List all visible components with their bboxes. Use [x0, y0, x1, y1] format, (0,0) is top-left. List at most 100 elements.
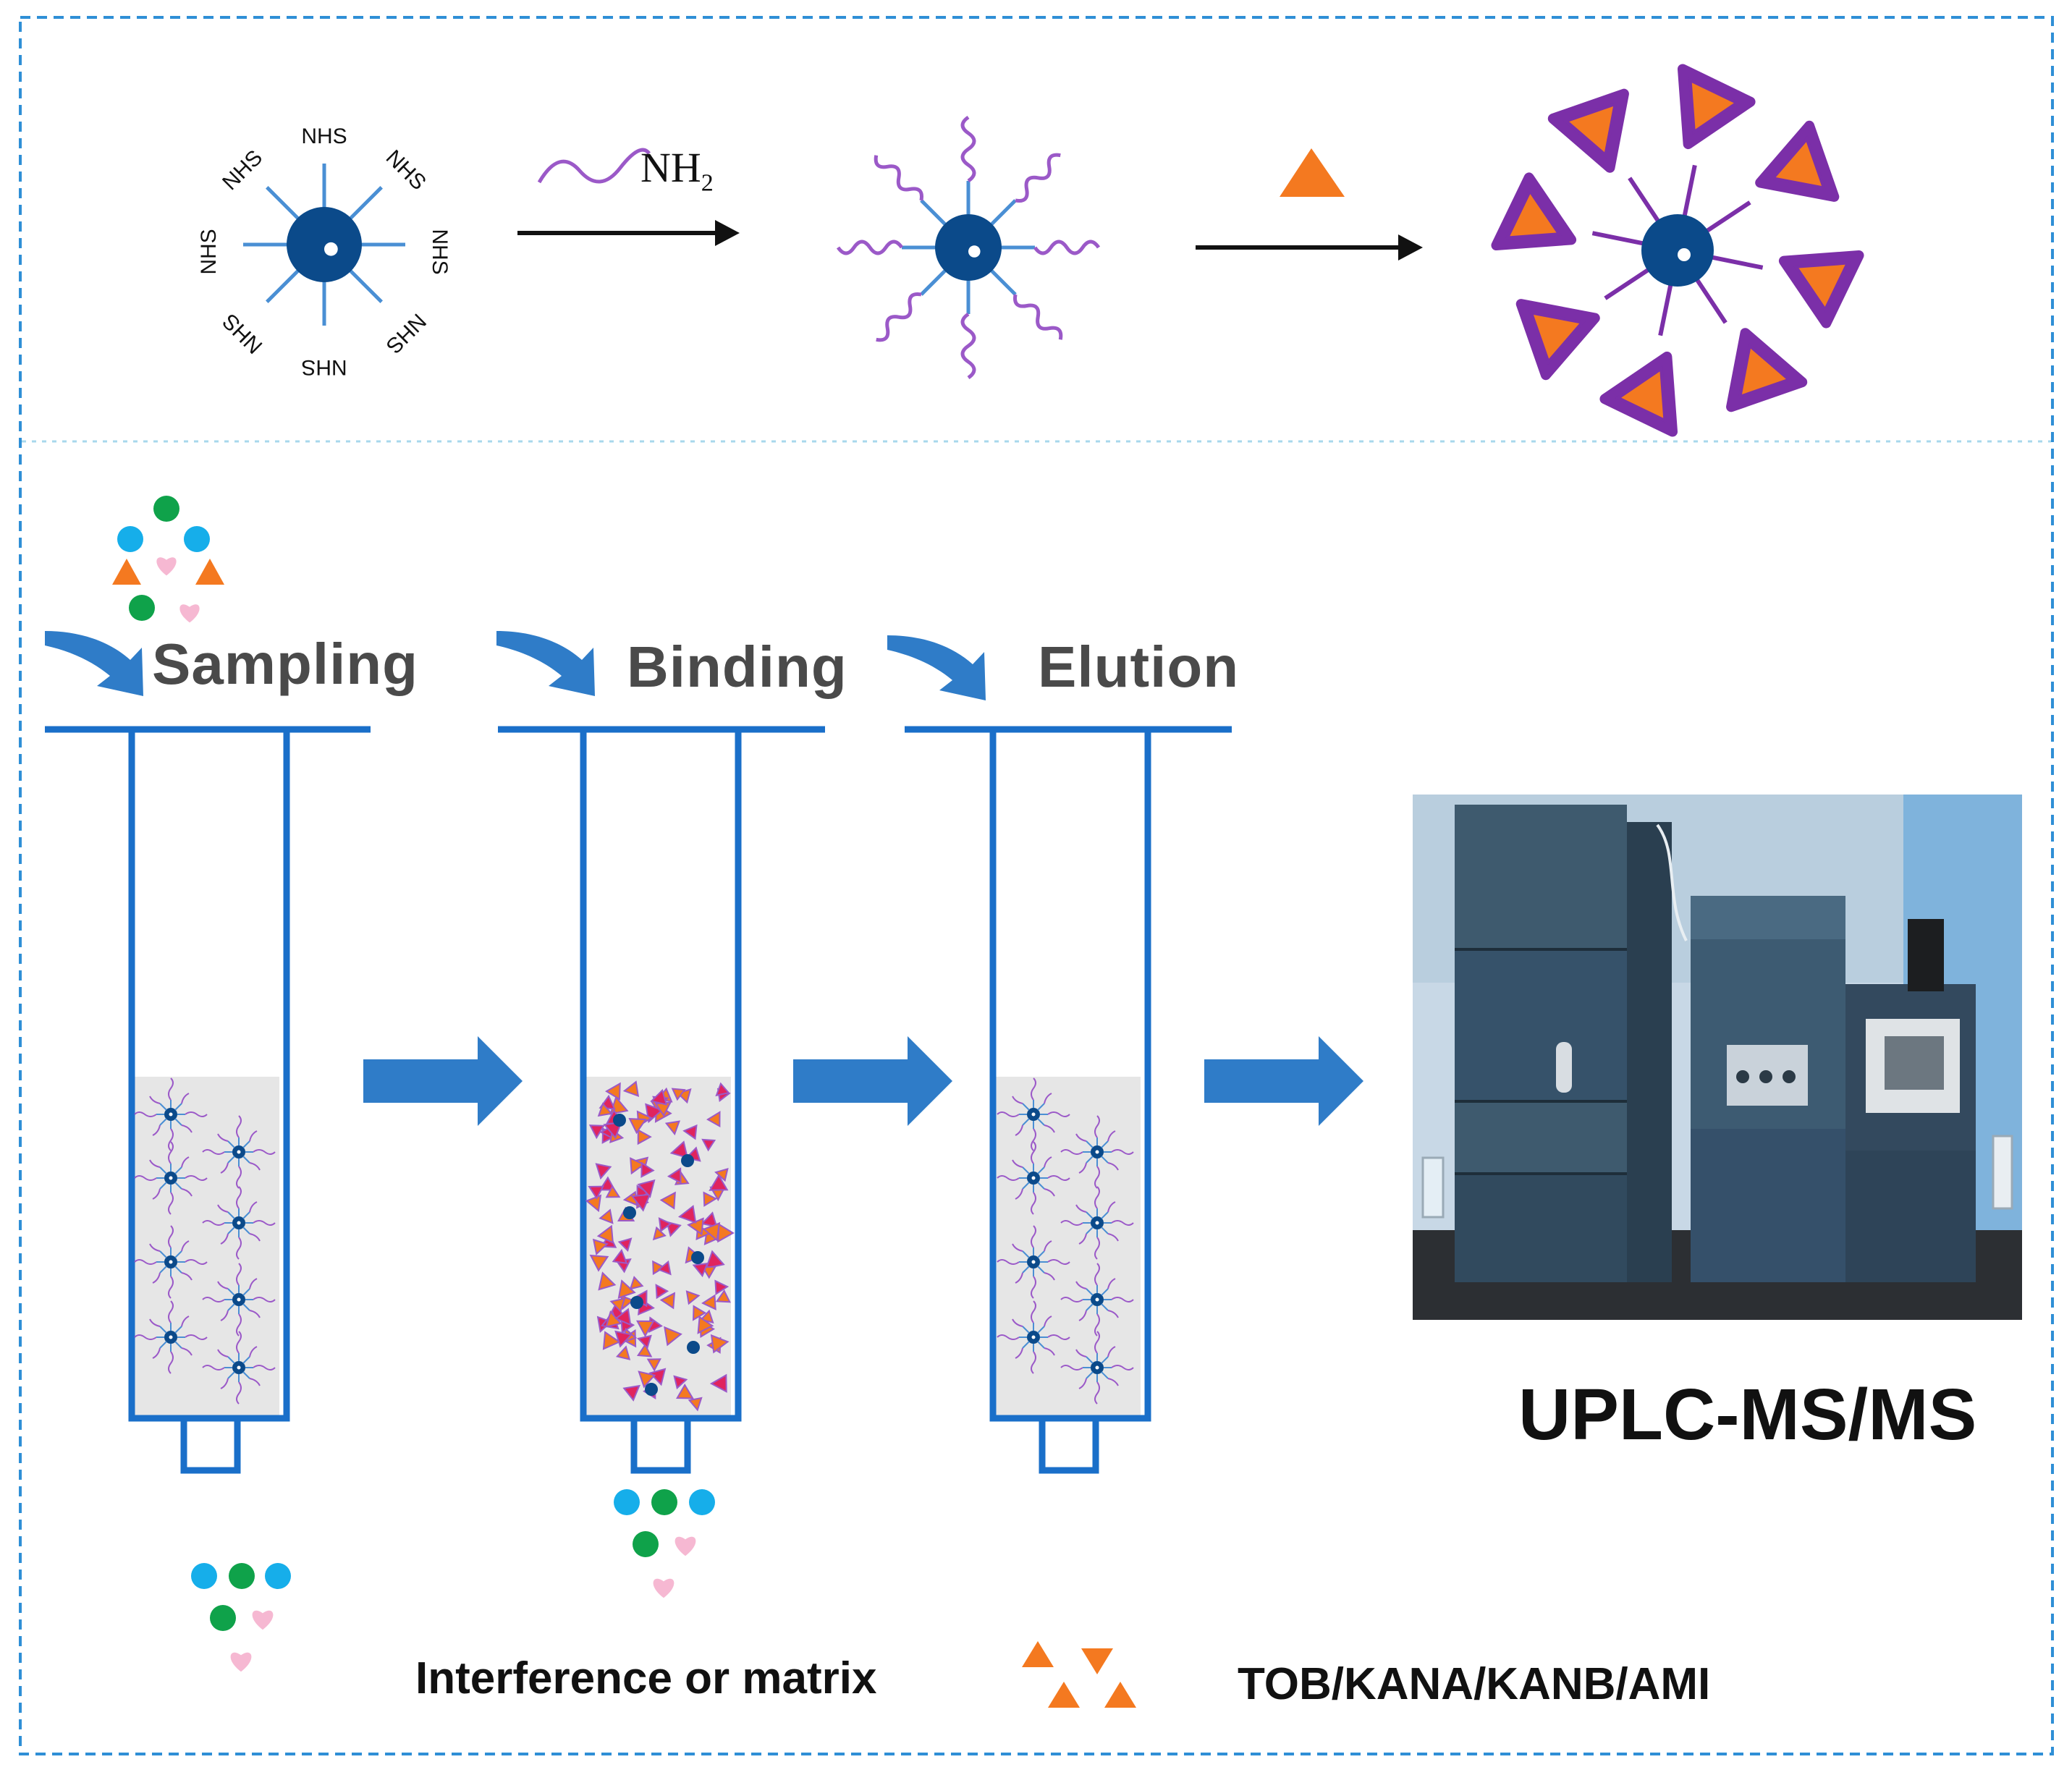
captured-antibiotic	[614, 1330, 633, 1348]
captured-antibiotic	[604, 1082, 621, 1101]
captured-antibiotic	[709, 1174, 729, 1191]
captured-antibiotic	[677, 1205, 697, 1224]
nhs-group-label: NHS	[301, 355, 347, 379]
nhs-group-label: NHS	[218, 309, 267, 358]
analyte-legend-icon	[1022, 1641, 1136, 1708]
captured-antibiotic	[714, 1167, 729, 1182]
captured-antibiotic	[701, 1266, 717, 1279]
captured-antibiotic	[636, 1343, 653, 1357]
amine-reagent-subscript: 2	[701, 169, 714, 197]
captured-antibiotic	[676, 1384, 694, 1399]
captured-antibiotic	[715, 1082, 730, 1097]
captured-antibiotic	[688, 1397, 703, 1412]
captured-antibiotic	[635, 1320, 655, 1337]
captured-antibiotic	[701, 1294, 716, 1310]
captured-antibiotic	[710, 1334, 730, 1354]
captured-antibiotic	[659, 1292, 676, 1310]
captured-antibiotic	[614, 1308, 632, 1326]
binding-step-arrow	[496, 631, 595, 696]
nhs-group-label: NHS	[428, 229, 452, 274]
flow-arrow-2	[793, 1036, 952, 1126]
packed-nanoparticle	[645, 1383, 658, 1396]
packed-nanoparticle	[681, 1154, 694, 1167]
captured-antibiotic	[630, 1193, 651, 1212]
packed-nanoparticle	[613, 1114, 626, 1127]
figure-border	[19, 16, 2054, 1755]
captured-antibiotic	[617, 1237, 633, 1252]
captured-antibiotic	[652, 1226, 667, 1241]
nhs-group-label: NHS	[381, 145, 431, 195]
sampling-waste	[191, 1563, 291, 1672]
captured-antibiotic	[612, 1248, 628, 1264]
captured-antibiotic	[605, 1310, 622, 1328]
captured-antibiotic	[630, 1157, 646, 1175]
captured-antibiotic	[714, 1279, 730, 1295]
ligand-nanoparticle	[836, 115, 1101, 380]
binding-column-packing	[585, 1080, 735, 1412]
binding-label: Binding	[627, 635, 847, 699]
captured-antibiotic	[706, 1111, 721, 1128]
captured-antibiotic	[599, 1208, 614, 1224]
sampling-column	[45, 726, 371, 1474]
elution-column	[905, 726, 1232, 1474]
flow-arrow-1	[363, 1036, 523, 1126]
captured-antibiotic	[658, 1217, 672, 1232]
captured-antibiotic	[709, 1373, 727, 1393]
captured-antibiotic	[637, 1128, 652, 1145]
reaction-arrow-2-head	[1398, 234, 1423, 260]
captured-antibiotic	[602, 1331, 621, 1350]
captured-antibiotic	[652, 1260, 666, 1276]
captured-antibiotic	[664, 1326, 682, 1347]
binding-waste	[614, 1489, 715, 1598]
captured-antibiotic	[595, 1163, 612, 1180]
sampling-label: Sampling	[152, 632, 419, 696]
captured-antibiotic	[657, 1260, 672, 1276]
nhs-group-label: NHS	[301, 124, 347, 148]
captured-antibiotic	[667, 1167, 682, 1185]
captured-antibiotic	[596, 1224, 614, 1244]
captured-antibiotic	[697, 1316, 714, 1334]
captured-antibiotic	[622, 1384, 640, 1402]
nhs-group-label: NHS	[381, 309, 431, 358]
captured-antibiotic	[588, 1124, 605, 1140]
captured-antibiotic	[650, 1088, 668, 1106]
captured-antibiotic	[673, 1375, 688, 1390]
amine-reagent-label: NH2	[640, 143, 714, 198]
flow-arrow-3	[1204, 1036, 1363, 1126]
captured-antibiotic	[702, 1221, 721, 1242]
captured-antibiotic	[629, 1276, 644, 1290]
captured-antibiotic	[692, 1262, 709, 1278]
analyte-legend-label: TOB/KANA/KANB/AMI	[1238, 1659, 1711, 1709]
captured-antibiotic	[609, 1297, 626, 1313]
captured-antibiotic	[622, 1080, 640, 1097]
captured-antibiotic	[628, 1117, 647, 1135]
interference-legend-label: Interference or matrix	[415, 1653, 877, 1703]
amine-reagent-text: NH	[640, 144, 701, 191]
packed-nanoparticle	[623, 1206, 636, 1219]
bound-nanoparticle	[1491, 64, 1864, 437]
packed-nanoparticle	[687, 1341, 700, 1354]
captured-antibiotic	[597, 1102, 613, 1117]
captured-antibiotic	[664, 1120, 681, 1136]
captured-antibiotic	[701, 1138, 716, 1152]
captured-antibiotic	[605, 1185, 621, 1198]
captured-antibiotic	[646, 1358, 661, 1372]
uplc-ms-photo	[1413, 795, 2022, 1320]
captured-antibiotic	[703, 1191, 718, 1207]
captured-antibiotic	[592, 1238, 609, 1255]
captured-antibiotic	[599, 1176, 616, 1191]
captured-antibiotic	[640, 1161, 655, 1178]
captured-antibiotic	[659, 1191, 676, 1210]
captured-antibiotic	[637, 1179, 656, 1198]
captured-antibiotic	[617, 1279, 636, 1299]
captured-antibiotic	[615, 1345, 631, 1360]
sample-mixture	[112, 496, 224, 623]
captured-antibiotic	[669, 1140, 689, 1159]
captured-antibiotic	[588, 1185, 604, 1200]
elution-label: Elution	[1038, 635, 1240, 699]
nhs-group-label: NHS	[197, 229, 221, 274]
captured-antibiotic	[671, 1088, 686, 1101]
antibiotic-triangle	[1280, 148, 1345, 197]
